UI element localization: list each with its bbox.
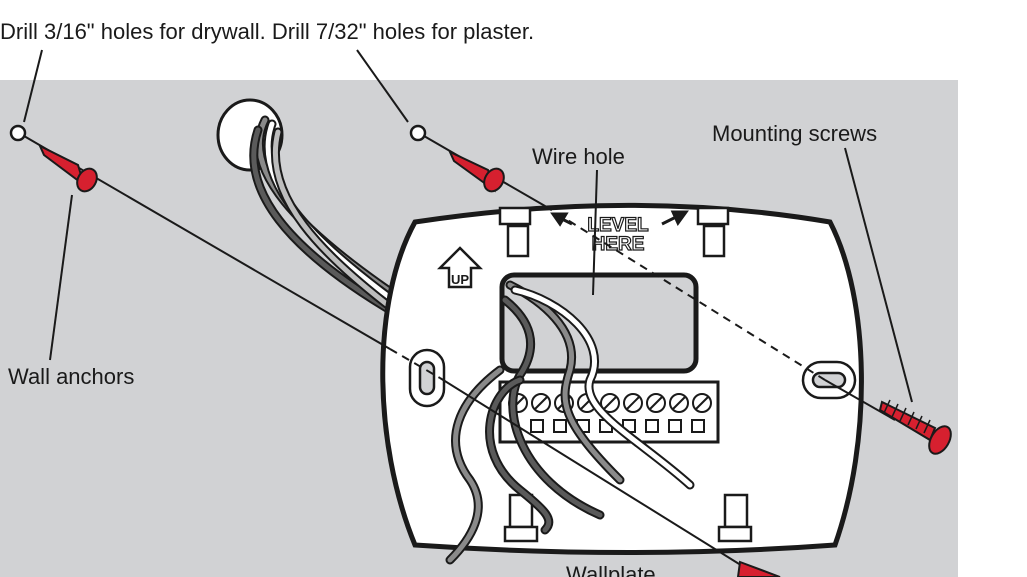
- terminal-screw-icon: [508, 393, 712, 413]
- mounting-screw-icon: [736, 560, 781, 577]
- up-label: UP: [451, 272, 469, 287]
- top-tabs: [498, 206, 730, 258]
- wallplate-body: UP LEVEL HERE: [380, 203, 864, 565]
- mounting-slot-left: [408, 348, 446, 408]
- drill-note: Drill 3/16" holes for drywall. Drill 7/3…: [0, 19, 534, 44]
- mounting-screw-icon: [878, 399, 952, 455]
- up-arrow-icon: UP: [436, 246, 484, 289]
- terminal-block: [498, 380, 720, 444]
- wallplate-label: Wallplate: [566, 562, 656, 577]
- wall-anchor-icon: [37, 143, 98, 193]
- bottom-tabs: [503, 493, 753, 543]
- level-label-line2: HERE: [592, 234, 645, 255]
- mounting-screws-label: Mounting screws: [712, 121, 877, 146]
- level-label-line1: LEVEL: [587, 215, 649, 236]
- wall-anchors-label: Wall anchors: [8, 364, 134, 389]
- wire-hole-label: Wire hole: [532, 144, 625, 169]
- drill-hole-right: [409, 124, 427, 142]
- level-here-marker: LEVEL HERE: [550, 210, 689, 256]
- wire-bundle: [216, 98, 410, 323]
- callout-lines: [23, 49, 913, 403]
- wall-anchor-icon: [447, 149, 505, 193]
- drill-hole-left: [9, 124, 27, 142]
